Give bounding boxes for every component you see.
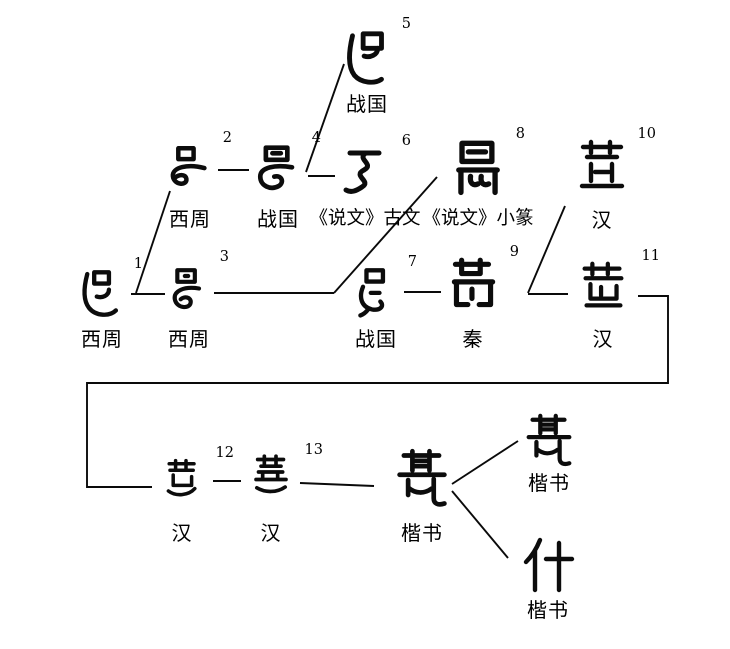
period-label: 战国 xyxy=(257,207,299,231)
glyph-form-6-shuowen-guwen xyxy=(343,150,382,194)
form-number: 12 xyxy=(215,445,234,461)
period-label: 西周 xyxy=(81,327,123,351)
period-label: 汉 xyxy=(171,521,193,545)
form-7: 7 战国 xyxy=(350,255,417,351)
period-label: 楷书 xyxy=(528,471,570,495)
form-6: 6 《说文》古文 xyxy=(309,134,420,229)
glyph-kaishu-shi xyxy=(523,537,575,593)
form-number: 8 xyxy=(515,126,525,142)
connector-7-8 xyxy=(333,176,438,294)
connector-1-2 xyxy=(135,190,171,294)
glyph-form-2-bronze xyxy=(170,146,207,186)
form-number: 4 xyxy=(311,130,321,146)
glyph-form-9-qin xyxy=(451,257,496,308)
form-9: 9 秦 xyxy=(442,245,519,351)
period-label: 汉 xyxy=(260,521,282,545)
form-12: 12 汉 xyxy=(154,446,234,545)
form-11: 11 汉 xyxy=(570,249,660,351)
glyph-kaishu-shen-variant xyxy=(526,413,572,467)
form-3: 3 西周 xyxy=(164,250,229,351)
glyph-form-1-bronze xyxy=(82,270,119,317)
form-number: 6 xyxy=(401,133,411,149)
form-number: 9 xyxy=(509,244,519,260)
form-10: 10 汉 xyxy=(572,127,656,232)
form-number: 3 xyxy=(219,249,229,265)
period-label: 《说文》小篆 xyxy=(422,208,534,229)
form-number: 10 xyxy=(637,126,656,142)
glyph-form-4-warring-states xyxy=(257,145,295,191)
form-kaishu-shen-variant: 楷书 xyxy=(520,412,578,495)
connector-kaishu-shi xyxy=(451,490,509,559)
glyph-kaishu-shen-main xyxy=(397,448,447,507)
glyph-form-11-han xyxy=(582,261,624,308)
form-kaishu-shen-main: 楷书 xyxy=(390,446,454,545)
glyph-form-10-han xyxy=(579,139,625,189)
period-label: 西周 xyxy=(169,207,211,231)
form-1: 1 西周 xyxy=(76,257,143,351)
period-label: 汉 xyxy=(591,208,613,232)
glyph-form-12-han xyxy=(166,458,197,497)
period-label: 战国 xyxy=(355,327,397,351)
form-kaishu-shi: 楷书 xyxy=(518,533,578,622)
form-13: 13 汉 xyxy=(243,443,323,545)
period-label: 楷书 xyxy=(527,598,569,622)
form-2: 2 西周 xyxy=(163,131,232,231)
form-number: 2 xyxy=(222,130,232,146)
connector-13-kaishu xyxy=(299,482,375,487)
glyph-form-8-shuowen-seal xyxy=(456,140,500,196)
form-number: 1 xyxy=(133,256,143,272)
connector-4-5 xyxy=(305,63,345,173)
form-number: 7 xyxy=(407,254,417,270)
glyph-form-13-han xyxy=(254,454,288,494)
connector-kaishu-shen-variant xyxy=(451,440,519,485)
form-number: 5 xyxy=(401,16,411,32)
connector-11-12 xyxy=(86,295,669,488)
form-5: 5 战国 xyxy=(338,17,411,116)
glyph-form-5-warring-states xyxy=(347,31,384,85)
form-8: 8 《说文》小篆 xyxy=(422,127,533,229)
connector-9-10 xyxy=(527,205,566,294)
period-label: 秦 xyxy=(462,327,484,351)
period-label: 战国 xyxy=(346,92,388,116)
form-4: 4 战国 xyxy=(250,131,321,231)
glyph-form-3-bronze xyxy=(172,268,202,310)
form-number: 11 xyxy=(641,248,660,264)
period-label: 楷书 xyxy=(401,521,443,545)
period-label: 《说文》古文 xyxy=(309,208,421,229)
form-number: 13 xyxy=(304,442,323,458)
glyph-form-7-warring-states xyxy=(358,268,386,318)
period-label: 汉 xyxy=(592,327,614,351)
period-label: 西周 xyxy=(168,327,210,351)
